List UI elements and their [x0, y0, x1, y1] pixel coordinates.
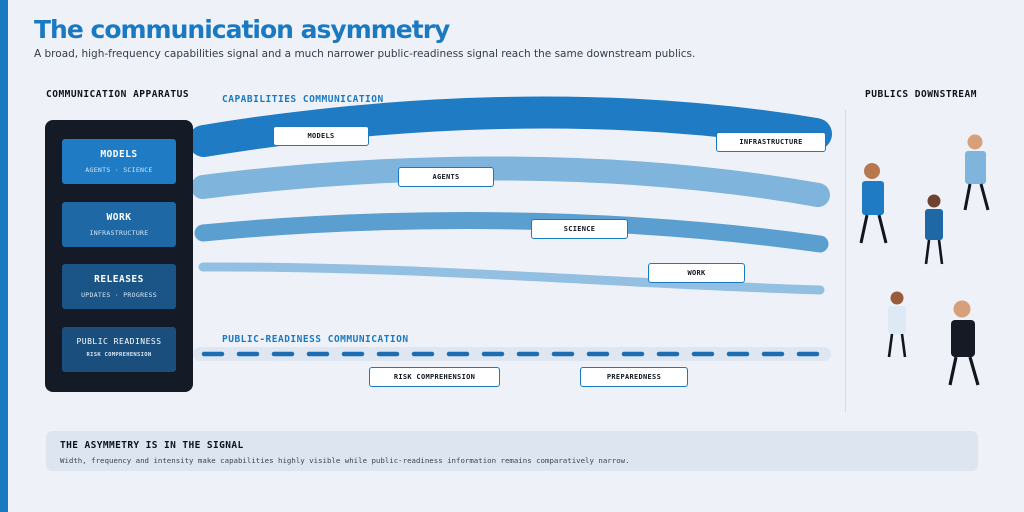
person-icon	[948, 300, 980, 386]
page-title: The communication asymmetry	[34, 15, 450, 44]
page-subtitle: A broad, high-frequency capabilities sig…	[34, 48, 696, 60]
stream-science	[194, 212, 829, 253]
apparatus-box-title: RELEASES	[94, 274, 144, 285]
apparatus-box-subtitle: RISK COMPREHENSION	[86, 352, 152, 358]
apparatus-box-work: WORK INFRASTRUCTURE	[62, 202, 176, 247]
person-icon	[924, 194, 944, 265]
apparatus-box-public-readiness: PUBLIC READINESS RISK COMPREHENSION	[62, 327, 176, 372]
accent-bar	[0, 0, 8, 512]
publics-heading: PUBLICS DOWNSTREAM	[865, 89, 977, 100]
readiness-heading: PUBLIC-READINESS COMMUNICATION	[222, 334, 409, 345]
label-work: WORK	[648, 263, 745, 283]
stream-work	[198, 262, 825, 295]
person-icon	[887, 291, 907, 358]
publics-divider	[845, 110, 846, 412]
label-science: SCIENCE	[531, 219, 628, 239]
apparatus-heading: COMMUNICATION APPARATUS	[46, 89, 190, 100]
apparatus-box-subtitle: INFRASTRUCTURE	[89, 229, 149, 237]
person-icon	[859, 163, 888, 244]
apparatus-box-subtitle: AGENTS · SCIENCE	[85, 166, 153, 174]
summary-text: Width, frequency and intensity make capa…	[60, 456, 630, 465]
stream-agents	[191, 156, 830, 207]
label-preparedness: PREPAREDNESS	[580, 367, 688, 387]
capabilities-heading: CAPABILITIES COMMUNICATION	[222, 94, 384, 105]
apparatus-box-title: PUBLIC READINESS	[76, 337, 162, 346]
apparatus-box-title: WORK	[106, 212, 132, 223]
label-infrastructure: INFRASTRUCTURE	[716, 132, 826, 152]
label-risk-comprehension: RISK COMPREHENSION	[369, 367, 500, 387]
person-icon	[963, 134, 990, 211]
label-models: MODELS	[273, 126, 369, 146]
apparatus-box-subtitle: UPDATES · PROGRESS	[81, 291, 157, 299]
summary-title: THE ASYMMETRY IS IN THE SIGNAL	[60, 440, 244, 451]
apparatus-box-models: MODELS AGENTS · SCIENCE	[62, 139, 176, 184]
apparatus-box-releases: RELEASES UPDATES · PROGRESS	[62, 264, 176, 309]
summary-box: THE ASYMMETRY IS IN THE SIGNAL Width, fr…	[46, 431, 978, 471]
label-agents: AGENTS	[398, 167, 494, 187]
apparatus-box-title: MODELS	[100, 149, 138, 160]
apparatus-panel: MODELS AGENTS · SCIENCE WORK INFRASTRUCT…	[45, 120, 193, 392]
